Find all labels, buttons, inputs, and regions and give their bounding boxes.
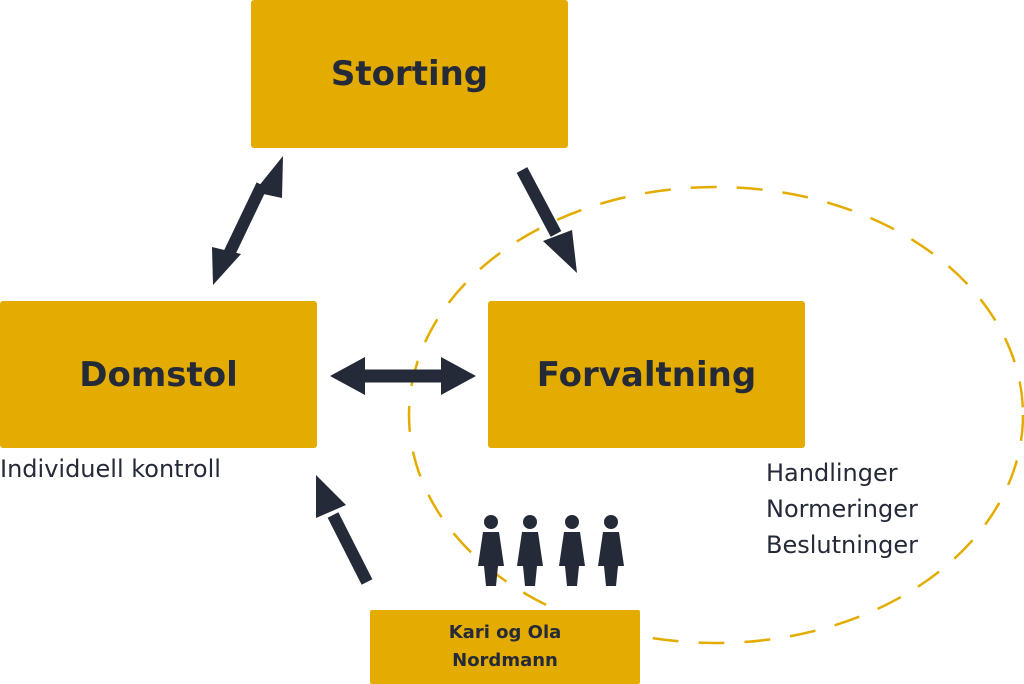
storting-box: Storting <box>251 0 568 148</box>
citizens-label-line-2: Nordmann <box>452 650 558 671</box>
person-icon <box>517 515 543 586</box>
forvaltning-caption-item: Normeringer <box>766 495 918 523</box>
people-group <box>478 515 624 586</box>
forvaltning-caption-item: Beslutninger <box>766 531 918 559</box>
person-icon <box>478 515 504 586</box>
forvaltning-caption-item: Handlinger <box>766 459 898 487</box>
citizens-label-line-1: Kari og Ola <box>448 622 562 643</box>
domstol-forvaltning-arrow <box>330 357 476 395</box>
storting-label: Storting <box>330 54 489 94</box>
arrowhead <box>316 475 346 518</box>
arrowhead-right <box>441 357 476 395</box>
domstol-box: Domstol <box>0 301 317 448</box>
arrowhead-down <box>212 247 241 285</box>
citizens-box: Kari og Ola Nordmann <box>370 610 640 684</box>
person-icon <box>598 515 624 586</box>
arrowhead-left <box>330 357 365 395</box>
arrowhead <box>543 230 577 273</box>
person-icon <box>559 515 585 586</box>
forvaltning-box: Forvaltning <box>488 301 805 448</box>
storting-domstol-arrow <box>212 156 283 285</box>
domstol-label: Domstol <box>79 354 238 395</box>
domstol-caption: Individuell kontroll <box>0 455 221 483</box>
storting-forvaltning-arrow <box>516 167 577 273</box>
forvaltning-label: Forvaltning <box>536 354 757 395</box>
forvaltning-caption-list: Handlinger Normeringer Beslutninger <box>766 455 918 563</box>
arrowhead-up <box>254 156 283 198</box>
citizens-domstol-arrow <box>316 475 373 585</box>
